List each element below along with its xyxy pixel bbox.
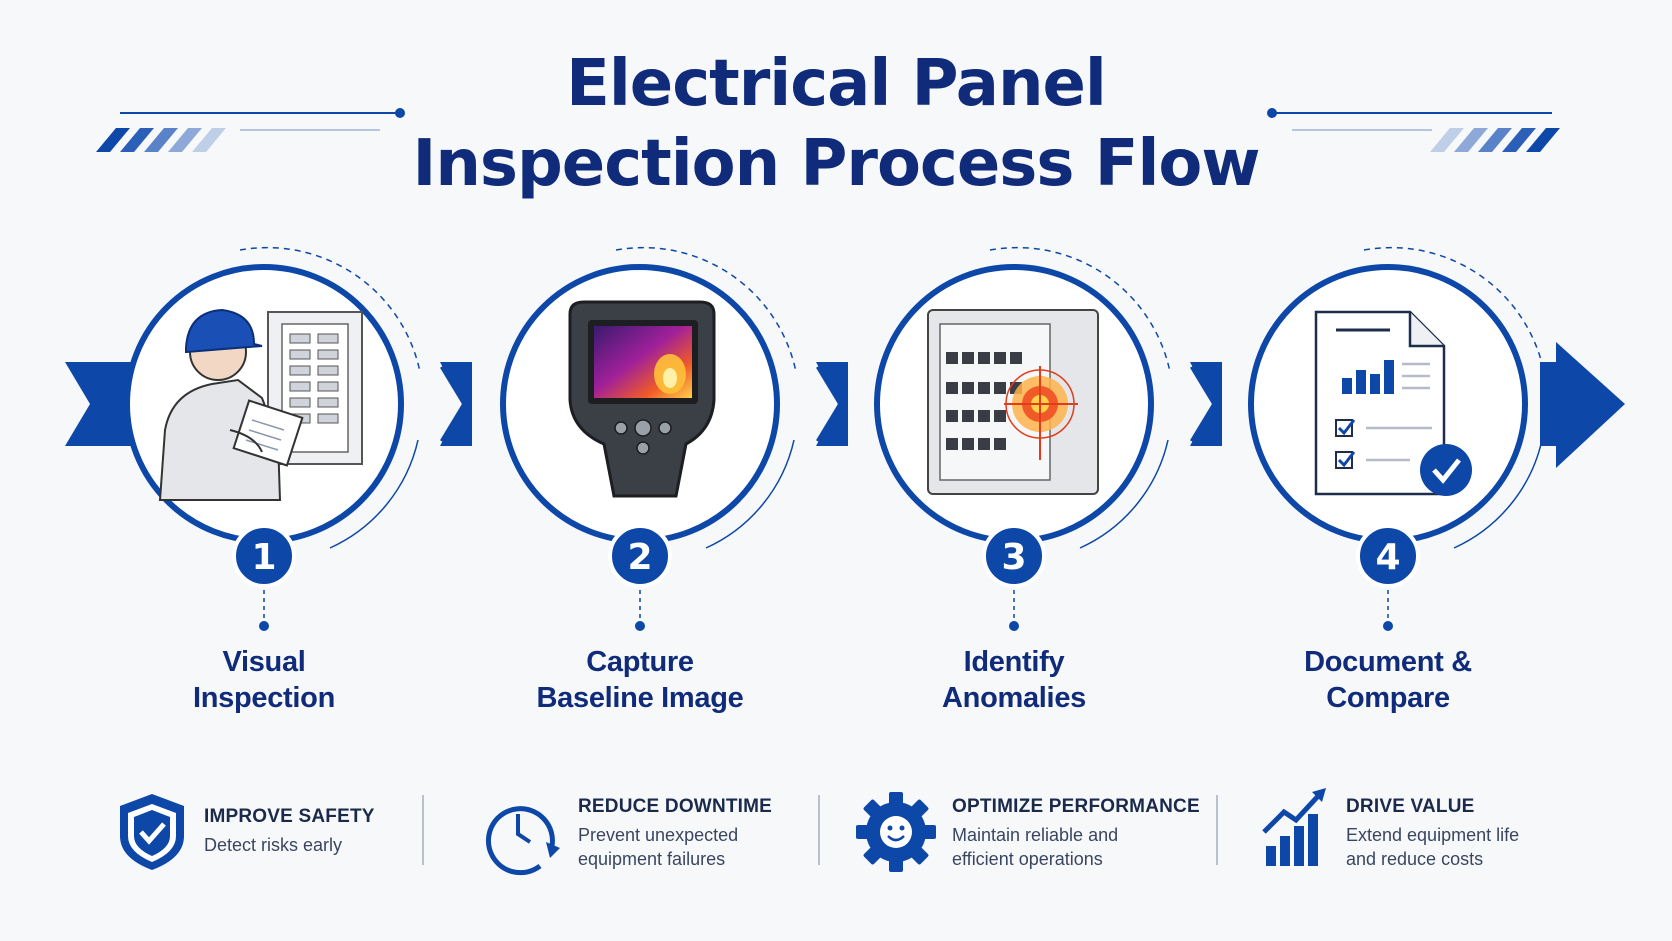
step-label-3-line2: Anomalies (942, 682, 1086, 714)
thermal-camera-icon (568, 300, 716, 498)
title-line-2: Inspection Process Flow (412, 127, 1261, 201)
step-label-2-line1: Capture (586, 646, 694, 678)
benefit-description-line2: and reduce costs (1346, 849, 1484, 869)
step-badge-4 (1356, 524, 1420, 631)
left-stripes (96, 128, 226, 152)
shield-check-icon (120, 794, 184, 870)
band-segment-2 (816, 362, 848, 446)
benefit-improve-safety: IMPROVE SAFETY Detect risks early (204, 806, 375, 857)
left-header-rule (120, 108, 405, 131)
step-badge-2 (608, 524, 672, 631)
band-arrow-head (1540, 342, 1625, 468)
benefit-title: IMPROVE SAFETY (204, 806, 375, 827)
step-number-3: 3 (1001, 537, 1026, 578)
benefit-description-line2: efficient operations (952, 849, 1103, 869)
technician-inspecting-panel-icon (158, 308, 363, 501)
band-segment-3 (1190, 362, 1222, 446)
step-label-2: Capture Baseline Image (490, 644, 790, 716)
benefit-divider (818, 795, 820, 865)
benefit-title: DRIVE VALUE (1346, 796, 1475, 817)
flow-chevrons (440, 364, 1221, 444)
step-badge-1 (232, 524, 296, 631)
benefit-drive-value: DRIVE VALUE Extend equipment life and re… (1346, 796, 1519, 871)
step-number-1: 1 (251, 537, 276, 578)
chevron-1 (440, 364, 471, 444)
benefit-divider (1216, 795, 1218, 865)
benefit-title: OPTIMIZE PERFORMANCE (952, 796, 1200, 817)
benefit-description: Detect risks early (204, 835, 343, 855)
step-number-2: 2 (627, 537, 652, 578)
step-label-4-line2: Compare (1326, 682, 1450, 714)
growth-chart-icon (1262, 788, 1326, 866)
report-document-icon (1314, 310, 1472, 496)
title-line-1: Electrical Panel (566, 47, 1107, 121)
benefit-description-line2: equipment failures (578, 849, 726, 869)
step-label-4: Document & Compare (1238, 644, 1538, 716)
benefit-reduce-downtime: REDUCE DOWNTIME Prevent unexpected equip… (578, 796, 772, 871)
chevron-2 (816, 364, 847, 444)
step-label-4-line1: Document & (1304, 646, 1472, 678)
benefit-description-line1: Extend equipment life (1346, 825, 1520, 845)
benefit-description-line1: Prevent unexpected (578, 825, 739, 845)
step-label-1: Visual Inspection (114, 644, 414, 716)
band-segment-1 (440, 362, 472, 446)
benefit-title: REDUCE DOWNTIME (578, 796, 773, 817)
step-badge-3 (982, 524, 1046, 631)
step-label-3-line1: Identify (963, 646, 1065, 678)
benefit-divider (422, 795, 424, 865)
step-number-4: 4 (1375, 537, 1400, 578)
benefit-description-line1: Maintain reliable and (952, 825, 1119, 845)
gear-icon (856, 792, 936, 872)
right-stripes (1430, 128, 1560, 152)
step-label-2-line2: Baseline Image (536, 682, 744, 714)
right-header-rule (1267, 108, 1552, 131)
step-label-1-line2: Inspection (192, 682, 335, 714)
step-label-1-line1: Visual (222, 646, 306, 678)
benefit-optimize-performance: OPTIMIZE PERFORMANCE Maintain reliable a… (952, 796, 1200, 871)
chevron-3 (1190, 364, 1221, 444)
panel-hotspot-icon (927, 309, 1099, 495)
step-label-3: Identify Anomalies (864, 644, 1164, 716)
clock-icon (485, 806, 560, 876)
